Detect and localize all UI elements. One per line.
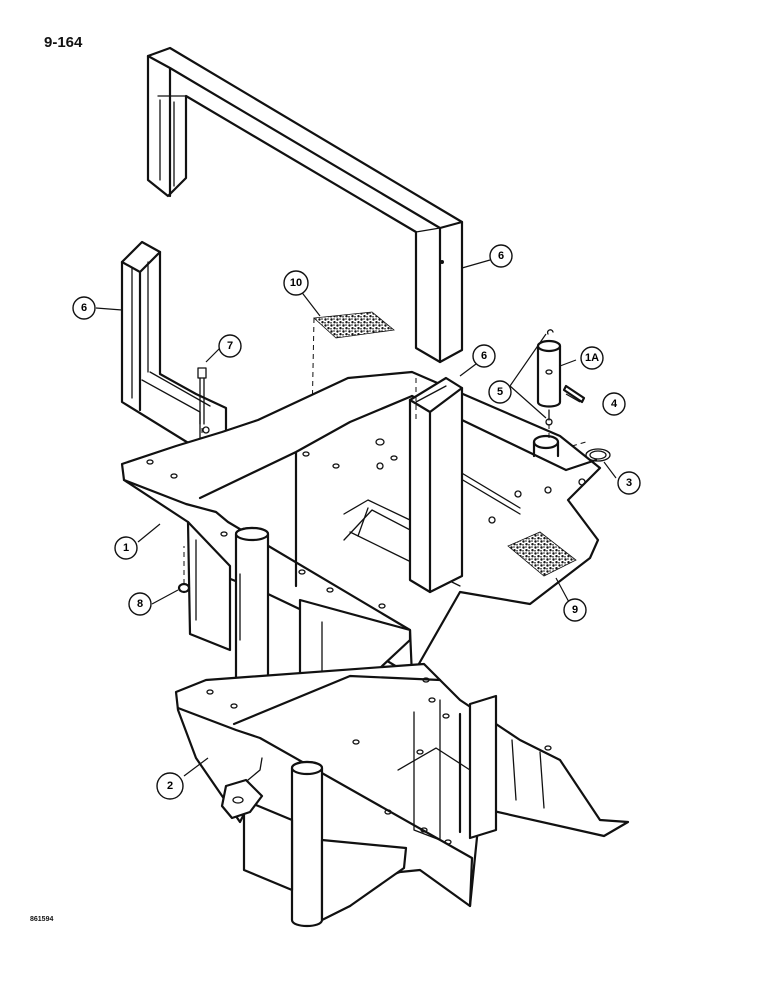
callout-5: 5 xyxy=(488,380,512,404)
svg-text:4: 4 xyxy=(611,398,618,410)
svg-text:8: 8 xyxy=(137,598,143,610)
svg-text:3: 3 xyxy=(626,477,632,489)
svg-text:10: 10 xyxy=(290,277,302,289)
drawing-code: 861594 xyxy=(30,916,54,923)
main-frame-assembly xyxy=(120,370,611,698)
callout-6-upper: 6 xyxy=(489,244,513,268)
callout-3: 3 xyxy=(617,471,641,495)
callout-9: 9 xyxy=(563,598,587,622)
upper-rollover-frame xyxy=(146,46,464,364)
svg-text:6: 6 xyxy=(81,302,87,314)
alternate-main-frame xyxy=(174,662,630,928)
svg-text:6: 6 xyxy=(498,250,504,262)
svg-text:1: 1 xyxy=(123,542,129,554)
svg-text:2: 2 xyxy=(167,780,173,792)
callout-6-right: 6 xyxy=(472,344,496,368)
non-skid-pad-lower xyxy=(507,531,577,577)
callout-7: 7 xyxy=(218,334,242,358)
svg-text:9: 9 xyxy=(572,604,578,616)
callout-6-left: 6 xyxy=(72,296,96,320)
callout-2: 1A xyxy=(580,346,604,370)
page-number: 9-164 xyxy=(44,34,83,51)
svg-text:5: 5 xyxy=(497,386,503,398)
svg-text:6: 6 xyxy=(481,350,487,362)
callout-8: 8 xyxy=(128,592,152,616)
callout-4: 4 xyxy=(602,392,626,416)
pivot-pin-assembly xyxy=(536,329,586,440)
callout-1a: 2 xyxy=(156,772,184,800)
svg-text:7: 7 xyxy=(227,340,233,352)
callout-1: 1 xyxy=(114,536,138,560)
leader-lines xyxy=(95,259,617,777)
callout-10: 10 xyxy=(283,270,309,296)
left-frame-post xyxy=(120,240,228,458)
svg-text:1A: 1A xyxy=(585,352,599,364)
